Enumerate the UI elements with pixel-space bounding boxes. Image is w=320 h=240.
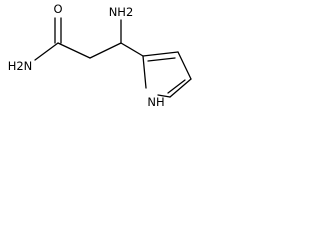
ch-pyrrole-bond: [120, 42, 144, 57]
bonds: [34, 17, 192, 98]
ch2-ch-bond: [89, 42, 122, 59]
pyrrole-c2-c3-inner: [147, 57, 176, 62]
chemical-structure: O H2N NH2 NH: [8, 2, 192, 109]
amine-nh2-label: NH2: [109, 5, 134, 19]
pyrrole-c4-c5-bond: [169, 78, 192, 98]
pyrrole-c2-c3-bond: [142, 51, 179, 57]
carbonyl-ch2-bond: [57, 42, 91, 59]
atom-labels: O H2N NH2 NH: [8, 2, 165, 109]
amide-c-n-bond: [34, 42, 59, 61]
pyrrole-nh-label: NH: [147, 95, 164, 109]
pyrrole-c4-c5-inner: [167, 79, 186, 94]
amide-nh2-label: H2N: [8, 59, 33, 73]
pyrrole-n-c2-bond: [142, 55, 147, 89]
pyrrole-c3-c4-bond: [177, 51, 192, 80]
oxygen-label: O: [53, 2, 62, 16]
pyrrole-c5-n-bond: [157, 94, 171, 98]
